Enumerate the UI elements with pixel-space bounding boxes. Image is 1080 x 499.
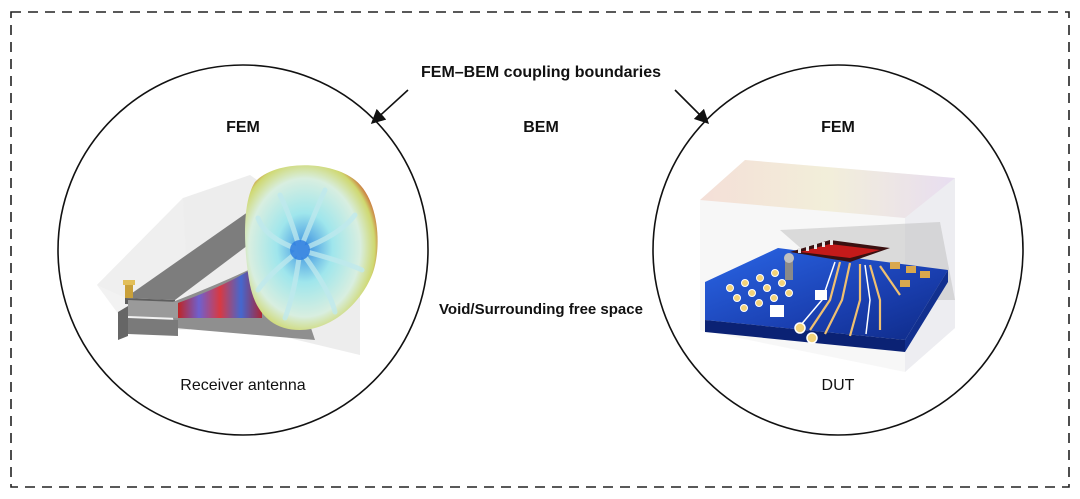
coupling-boundaries-title: FEM–BEM coupling boundaries [420,64,662,81]
dut-illustration [700,160,955,372]
fem-left-label: FEM [226,119,260,136]
coupling-arrow-left [370,89,409,124]
void-space-label: Void/Surrounding free space [439,301,643,318]
fem-boundary-left [57,64,429,436]
bem-domain-boundary [10,11,1070,488]
receiver-antenna-caption: Receiver antenna [180,377,306,394]
dut-caption: DUT [821,377,855,394]
fem-boundary-right [652,64,1024,436]
bem-region-label: BEM [523,119,559,136]
coupling-arrow-right [674,89,710,125]
receiver-antenna-illustration [97,165,378,355]
fem-right-label: FEM [821,119,855,136]
